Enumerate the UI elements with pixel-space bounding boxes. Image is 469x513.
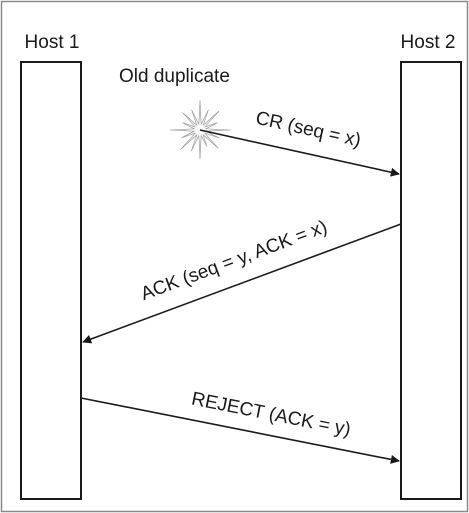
- ack-arrow: [82, 223, 402, 344]
- host-2-timeline: [400, 61, 462, 500]
- cr-arrow: [199, 129, 400, 177]
- host-1-label: Host 1: [25, 32, 80, 53]
- host-2-label: Host 2: [401, 32, 456, 53]
- host-1-timeline: [20, 61, 82, 500]
- old-duplicate-label: Old duplicate: [119, 66, 230, 87]
- reject-arrow: [80, 397, 400, 464]
